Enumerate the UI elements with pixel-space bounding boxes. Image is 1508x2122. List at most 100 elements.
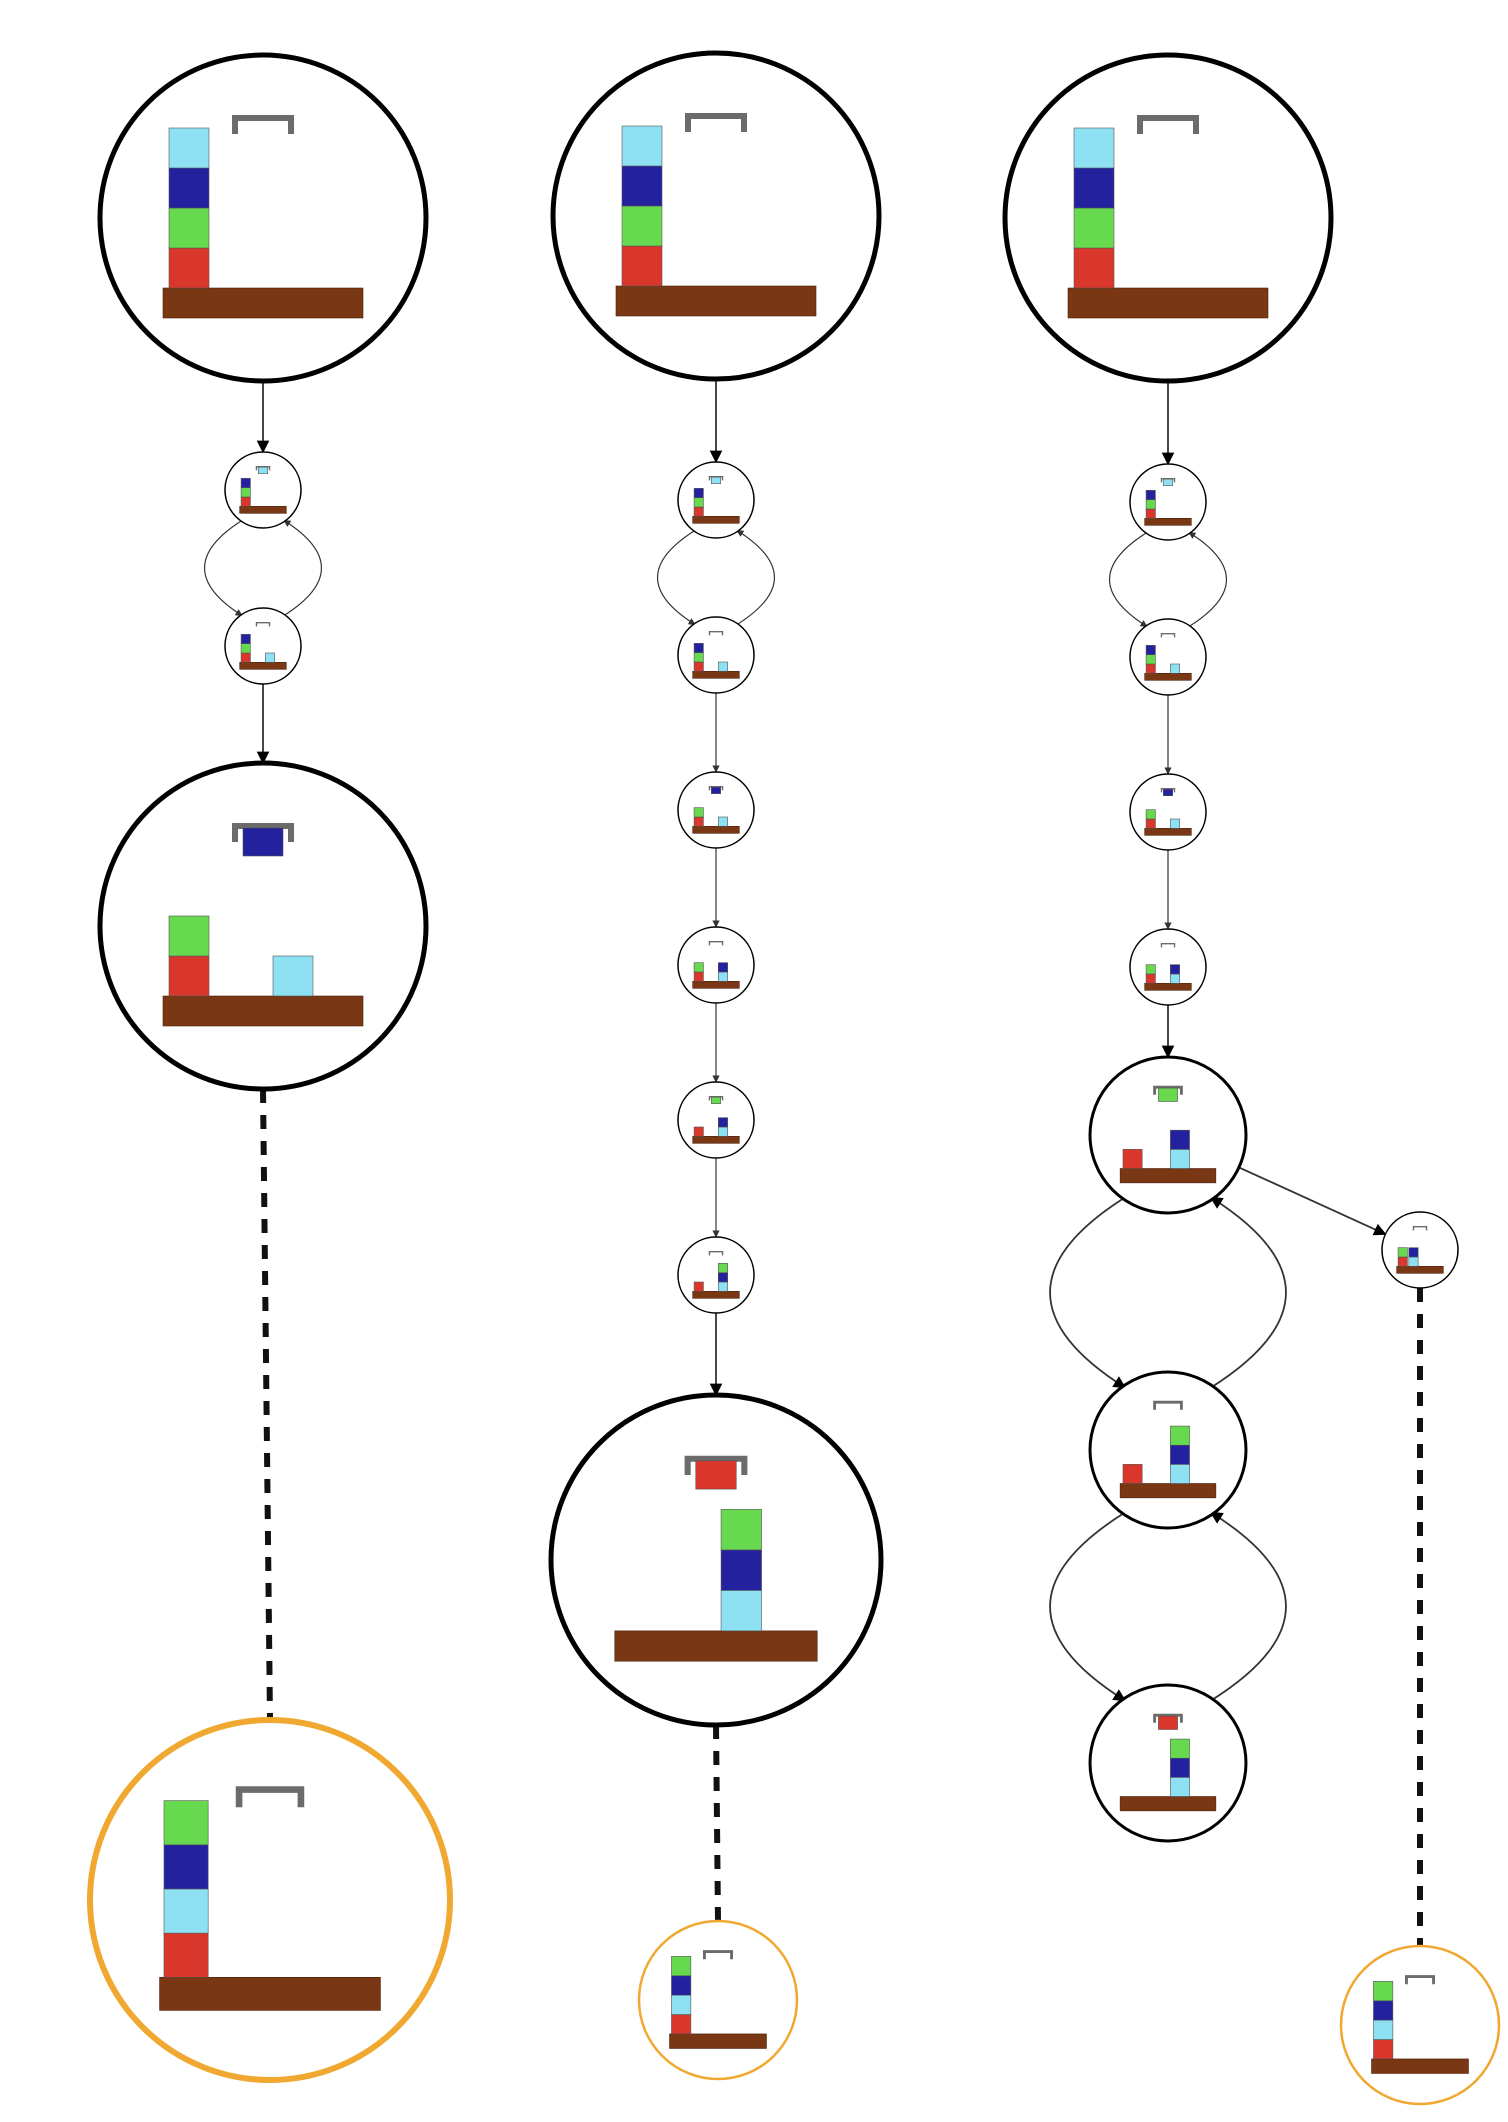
red-block [240,652,251,663]
cyan-block [621,125,663,167]
state-node-r3[interactable] [1129,773,1207,851]
red-block [1145,508,1156,519]
navy-block [1170,1757,1190,1778]
transition-edge [1209,1196,1287,1389]
state-node-m5[interactable] [677,1081,755,1159]
cyan-block [1170,1464,1190,1484]
state-node-m8[interactable] [637,1919,799,2081]
state-node-m2[interactable] [677,616,755,694]
gripper-icon [1160,787,1176,793]
cyan-block [720,1590,762,1632]
state-circle [677,771,755,849]
navy-block [1170,964,1180,975]
state-node-r0[interactable] [1002,52,1334,384]
table [239,662,287,670]
gripper-icon [255,621,271,627]
state-node-l1[interactable] [224,451,302,529]
state-node-r7[interactable] [1088,1683,1248,1843]
green-block [1145,499,1156,510]
gripper-icon [1137,115,1199,134]
green-block [1373,1981,1394,2002]
table [1396,1266,1444,1274]
table [1144,673,1192,681]
green-block [168,207,210,249]
state-circle [1129,928,1207,1006]
cyan-block [1073,127,1115,169]
green-block [1073,207,1115,249]
goal-state-circle [1339,1944,1501,2106]
green-block [1170,1425,1190,1446]
gripper-icon [1160,632,1176,638]
table [1144,983,1192,991]
table [1067,287,1269,319]
gripper-icon [1404,1975,1436,1985]
state-node-r4[interactable] [1129,928,1207,1006]
gripper-icon [685,113,747,132]
green-block [240,643,251,654]
state-node-m7[interactable] [548,1392,884,1728]
navy-block [718,1272,728,1283]
state-node-r8[interactable] [1381,1211,1459,1289]
state-node-l2[interactable] [224,607,302,685]
navy-block [1373,2000,1394,2021]
state-circle [550,50,882,382]
gripper-icon [708,1250,724,1256]
state-circle [677,1081,755,1159]
green-block [163,1800,209,1846]
state-node-m3[interactable] [677,771,755,849]
green-block [693,962,704,973]
state-node-r6[interactable] [1088,1370,1248,1530]
navy-block [1073,167,1115,209]
red-block [693,971,704,982]
cyan-block [168,127,210,169]
state-node-m1[interactable] [677,461,755,539]
navy-block [163,1844,209,1890]
table [692,1291,740,1299]
state-node-l4[interactable] [87,1717,453,2083]
navy-block [671,1975,692,1996]
state-node-m6[interactable] [677,1236,755,1314]
red-block [671,2014,692,2035]
cyan-block [265,652,275,663]
gripper-icon [708,630,724,636]
navy-block [240,634,251,644]
state-node-l3[interactable] [97,760,429,1092]
transition-edge [283,519,322,617]
state-node-r5[interactable] [1088,1055,1248,1215]
cyan-block [272,955,314,997]
navy-block [718,962,728,973]
gripper-icon [1153,1085,1183,1095]
green-block [168,915,210,957]
gripper-icon [702,1950,734,1960]
gripper-icon [708,785,724,791]
cyan-block-held [711,476,721,484]
red-block [1073,247,1115,289]
red-block [693,661,704,672]
state-node-m4[interactable] [677,926,755,1004]
transition-edge [1238,1166,1387,1236]
cyan-block [718,816,728,827]
state-node-r2[interactable] [1129,618,1207,696]
navy-block [693,643,704,653]
gripper-icon [1153,1713,1183,1723]
table [1119,1168,1217,1184]
state-node-l0[interactable] [97,52,429,384]
green-block-held [711,1096,721,1104]
navy-block [720,1549,762,1591]
table [614,1630,818,1662]
table [1371,2058,1469,2074]
state-node-m0[interactable] [550,50,882,382]
state-circle [1129,618,1207,696]
state-circle [677,1236,755,1314]
cyan-block [718,1126,728,1137]
state-circle [1088,1055,1248,1215]
state-node-r1[interactable] [1129,463,1207,541]
navy-block [240,478,251,488]
green-block [718,1263,728,1273]
transition-edge [204,519,243,617]
state-circle [1088,1370,1248,1530]
state-node-r9[interactable] [1339,1944,1501,2106]
nodes-layer [87,50,1501,2106]
gripper-icon [232,115,294,134]
gripper-icon [708,475,724,481]
